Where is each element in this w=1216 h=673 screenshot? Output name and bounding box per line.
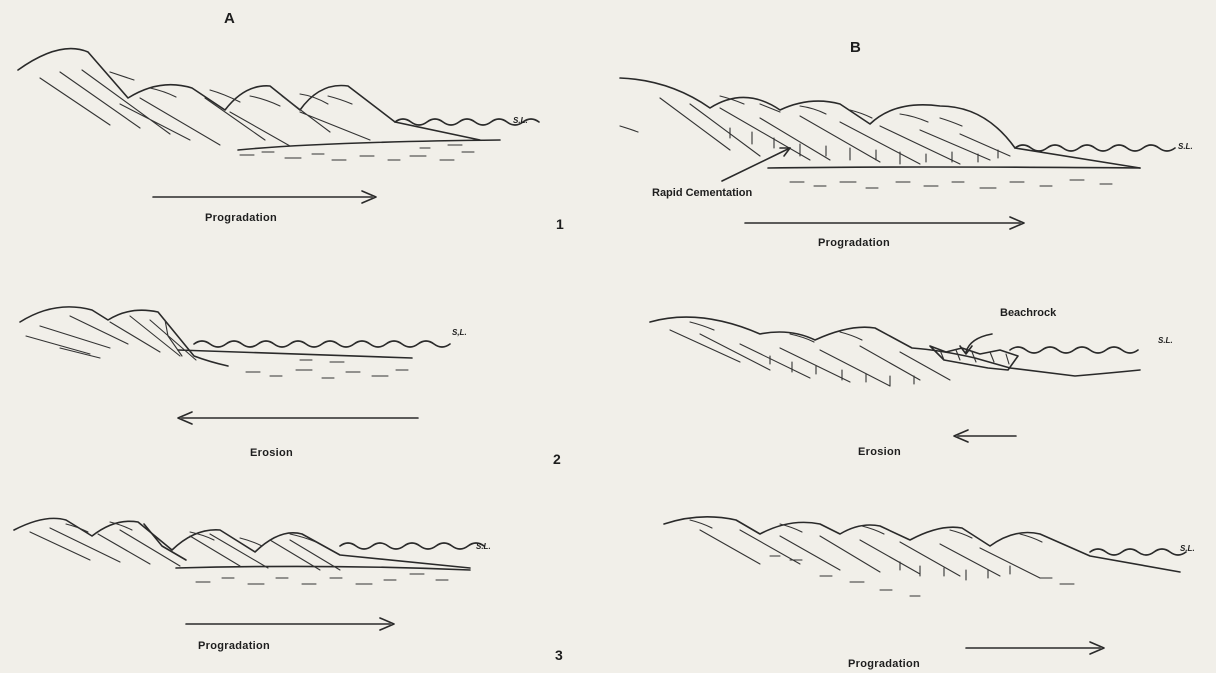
panel-a2-process-label: Erosion: [250, 447, 293, 459]
panel-a3-process-label: Progradation: [198, 640, 270, 652]
panel-b1-process-label: Progradation: [818, 237, 890, 249]
panel-a2-sea-level: [194, 341, 450, 347]
rapid-cementation-label: Rapid Cementation: [652, 187, 752, 199]
panel-b1-profile: [620, 78, 1140, 168]
sea-level-label-a2: S,L.: [452, 328, 467, 337]
panel-b3-sea-level: [1090, 549, 1186, 555]
panel-a1-profile: [18, 49, 500, 150]
panel-b2-sea-level: [1010, 347, 1138, 353]
beachrock-label: Beachrock: [1000, 307, 1056, 319]
panel-b2-profile: [650, 317, 1140, 386]
panel-a3-profile: [14, 518, 470, 570]
beachrock-pointer: [960, 334, 992, 354]
panel-b2-process-label: Erosion: [858, 446, 901, 458]
panel-b1-progradation-arrow: [745, 217, 1024, 229]
sea-level-label-a3: S.L.: [476, 542, 491, 551]
panel-b2-erosion-arrow: [954, 430, 1016, 442]
panel-b3-process-label: Progradation: [848, 658, 920, 670]
sea-level-label-b3: S.L.: [1180, 544, 1195, 553]
panel-b1-sea-level: [1015, 145, 1175, 151]
panel-a2-profile: [20, 307, 412, 366]
panel-a2-erosion-arrow: [178, 412, 418, 424]
panel-a3-sea-level: [340, 543, 484, 549]
row-number-2: 2: [553, 451, 561, 467]
panel-b3-profile: [664, 517, 1180, 596]
panel-a3-progradation-arrow: [186, 618, 394, 630]
sea-level-label-b2: S.L.: [1158, 336, 1173, 345]
column-label-b: B: [850, 39, 861, 56]
panel-b1-seafloor-dashes: [790, 180, 1112, 188]
panel-a1-process-label: Progradation: [205, 212, 277, 224]
sea-level-label-a1: S.L.: [513, 116, 528, 125]
row-number-3: 3: [555, 647, 563, 663]
row-number-1: 1: [556, 216, 564, 232]
panel-a1-progradation-arrow: [153, 191, 376, 203]
sea-level-label-b1: S.L.: [1178, 142, 1193, 151]
column-label-a: A: [224, 10, 235, 27]
panel-a3-seafloor-dashes: [196, 574, 448, 584]
panel-a2-seafloor-dashes: [246, 360, 408, 378]
panel-b3-progradation-arrow: [966, 642, 1104, 654]
